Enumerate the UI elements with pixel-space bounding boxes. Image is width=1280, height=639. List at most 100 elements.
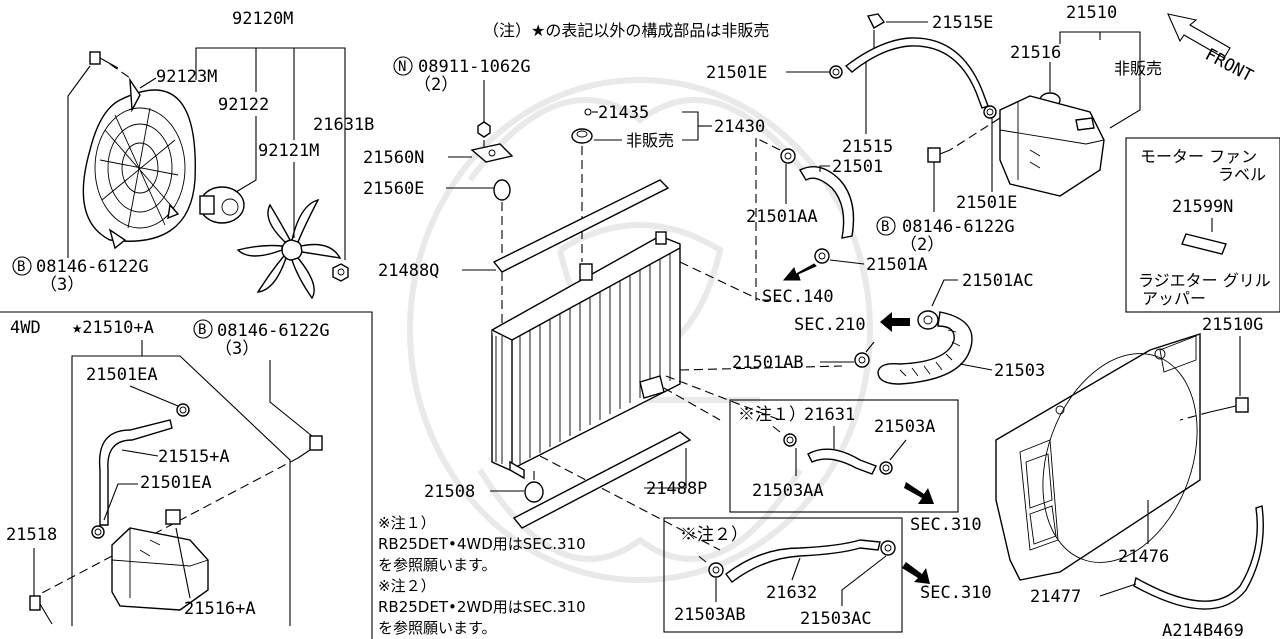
fan-shroud [995, 333, 1201, 581]
label-21430: 21430 [714, 117, 765, 137]
label-21503AC: 21503AC [800, 609, 872, 629]
mount-rubber-lower [524, 481, 544, 503]
bottom-note-1: ※注１） [378, 514, 436, 532]
label-21501: 21501 [832, 157, 883, 177]
clamp-icon-top [829, 65, 843, 79]
label-21631: 21631 [804, 405, 855, 425]
label-08146-4wd: 08146-6122G [217, 321, 330, 341]
nut-icon [332, 263, 349, 282]
arrow-sec310-a-icon [904, 482, 934, 504]
label-21488Q: 21488Q [378, 261, 439, 281]
label-21560E: 21560E [363, 179, 424, 199]
seal-lower [512, 431, 692, 529]
label-21516: 21516 [1010, 43, 1061, 63]
clamp-icon-21503AB [708, 562, 724, 578]
inset-line3: ラジエター グリル [1138, 271, 1271, 290]
label-21501AA: 21501AA [746, 207, 818, 227]
mount-rubber [493, 179, 511, 201]
bottom-note-2: RB25DET•4WD用はSEC.310 [378, 535, 586, 553]
label-08911: 08911-1062G [418, 57, 531, 77]
radiator-core [491, 231, 681, 480]
label-4wd: 4WD [10, 318, 41, 338]
nut-icon-center [477, 121, 491, 138]
label-21560N: 21560N [363, 148, 424, 168]
bottom-note-3: を参照願います。 [378, 556, 497, 574]
label-not-for-sale-1: 非販売 [626, 131, 674, 150]
label-21476: 21476 [1118, 547, 1169, 567]
label-21510A: ★21510+A [72, 318, 154, 338]
note-not-for-sale: （注）★の表記以外の構成部品は非販売 [483, 21, 769, 40]
bottom-note-6: を参照願います。 [378, 619, 497, 637]
inset-part-21599N: 21599N [1172, 197, 1233, 217]
label-08146-fan: 08146-6122G [36, 257, 149, 277]
label-21503A: 21503A [874, 417, 935, 437]
label-21510G: 21510G [1202, 315, 1263, 335]
label-08911-qty: （2） [414, 75, 458, 95]
label-92122: 92122 [218, 95, 269, 115]
section-4wd-box: 4WD ★21510+A B 08146-6122G （3） 21501EA 2… [0, 311, 373, 639]
label-92120M: 92120M [232, 9, 293, 29]
label-21515: 21515 [842, 137, 893, 157]
fan-motor [199, 186, 245, 224]
label-92121M: 92121M [258, 141, 319, 161]
svg-text:B: B [198, 322, 206, 338]
clamp-icon-tank [983, 105, 997, 119]
arrow-sec310-b-icon [902, 562, 930, 584]
arrow-sec140-icon [782, 263, 817, 281]
label-not-for-sale-2: 非販売 [1114, 59, 1162, 78]
clamp-icon-21501AB [854, 341, 875, 368]
lower-radiator-hose [877, 311, 973, 385]
label-21501E-mid: 21501E [956, 193, 1017, 213]
bolt-icon-tank [927, 147, 951, 163]
inset-line2: ラベル [1218, 165, 1266, 184]
label-sec310-a: SEC.310 [910, 515, 982, 535]
label-21518: 21518 [6, 525, 57, 545]
bolt-icon [89, 51, 119, 69]
clamp-icon-21503AA [783, 433, 797, 447]
label-21501AB: 21501AB [732, 353, 804, 373]
bolt-type-b-icon-tank: B [876, 216, 896, 236]
label-21501E-top: 21501E [706, 63, 767, 83]
label-sec140: SEC.140 [762, 287, 834, 307]
figure-code: A214B469 [1162, 621, 1244, 639]
inset-line4: アッパー [1142, 289, 1206, 308]
label-sec210: SEC.210 [794, 315, 866, 335]
label-21501A: 21501A [866, 255, 927, 275]
label-note1: ※注１） [738, 405, 806, 425]
label-08146-tank-qty: （2） [900, 235, 944, 255]
label-21477: 21477 [1030, 587, 1081, 607]
note1-box: ※注１） 21631 21503A 21503AA [729, 399, 959, 513]
label-21510: 21510 [1066, 3, 1117, 23]
arrow-sec210-icon [880, 312, 910, 332]
note2-box: ※注２） 21632 21503AB 21503AC [663, 517, 930, 633]
clamp-icon-21503AC [880, 540, 896, 556]
label-21503AA: 21503AA [752, 481, 824, 501]
label-21516A: 21516+A [184, 599, 256, 619]
bolt-type-b-icon-4wd: B [193, 319, 213, 339]
shroud-seal-strip [1133, 505, 1264, 610]
clamp-icon-21501AA [780, 148, 796, 164]
drain-clip-icon [29, 595, 53, 625]
clamp-icon-21501A [814, 248, 830, 264]
label-21503AB: 21503AB [674, 605, 746, 625]
front-label: FRONT [1202, 45, 1257, 87]
inset-label-box: モーター ファン ラベル 21599N ラジエター グリル アッパー [1125, 137, 1280, 313]
reservoir-tank-4wd [111, 509, 209, 611]
label-21503: 21503 [994, 361, 1045, 381]
label-sec310-b: SEC.310 [920, 583, 992, 603]
bottom-note-4: ※注２） [378, 577, 436, 595]
label-08146-tank: 08146-6122G [902, 217, 1015, 237]
label-21515A: 21515+A [158, 447, 230, 467]
bolt-type-b-icon: B [12, 256, 32, 276]
reservoir-tank [999, 95, 1105, 197]
clamp-icon-21503A [879, 461, 893, 475]
inset-line1: モーター ファン [1140, 147, 1257, 166]
label-21501EA-top: 21501EA [86, 365, 158, 385]
label-21631B: 21631B [313, 115, 374, 135]
label-08146-fan-qty: （3） [40, 275, 84, 295]
radiator-cap [571, 128, 593, 144]
fan-blade [236, 198, 342, 300]
label-21508: 21508 [424, 482, 475, 502]
label-08146-4wd-qty: （3） [215, 339, 259, 359]
